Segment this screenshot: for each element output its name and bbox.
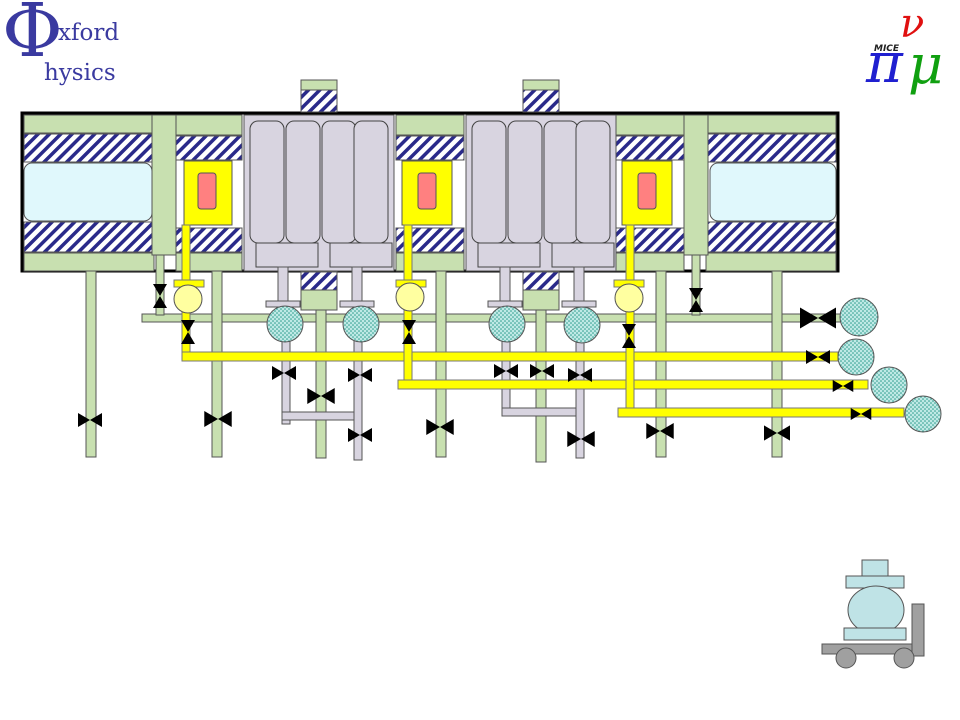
mice-pi-symbol: π [866,31,903,96]
green-vertical-pipes [85,254,783,463]
right-end-module [705,114,837,272]
mice-mu-symbol: μ [908,33,944,96]
mice-nu-symbol: ν [900,1,925,47]
vacuum-pump-cart [821,559,925,669]
mice-logo: ν π μ MICE [860,4,950,100]
mice-label: MICE [874,44,900,54]
supply-vessels [837,297,942,433]
oxford-physics-logo: Φ xford hysics [0,0,140,95]
absorber-block-1 [243,79,395,311]
coil-module-1 [175,114,243,272]
logo-word-hysics: hysics [44,60,116,86]
logo-word-xford: xford [58,20,120,46]
yellow-level-sensors [173,282,644,314]
left-feed-column [151,114,177,256]
right-feed-column [683,114,709,256]
logo-phi-symbol: Φ [2,0,63,74]
absorber-block-2 [465,79,617,311]
left-end-module [23,114,155,272]
valves-horizontal [78,307,872,447]
absorber-pumps [266,305,601,344]
coil-module-2 [395,114,465,272]
